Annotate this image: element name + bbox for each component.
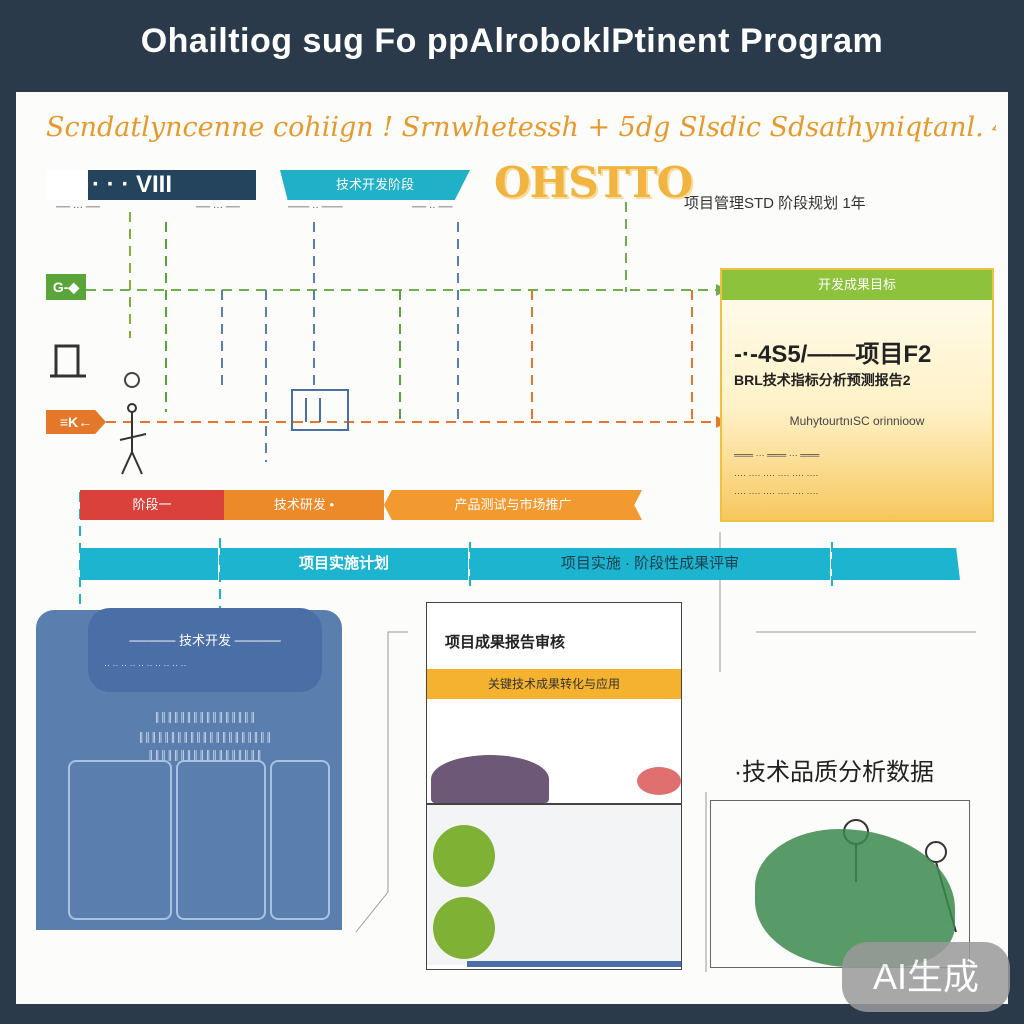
timeline-bar-1 — [80, 548, 218, 580]
timeline-bar-3: 项目实施 · 阶段性成果评审 — [470, 548, 830, 580]
goal-note-header: 开发成果目标 — [722, 270, 992, 300]
phase-band-2: 技术研发 • — [224, 490, 384, 520]
tech-dev-card: ───── 技术开发 ───── ·· ·· ·· ·· ·· ·· ·· ··… — [36, 608, 342, 930]
report-circle-bottom — [433, 897, 495, 959]
report-footer-bar — [467, 961, 681, 967]
clock-icon — [124, 372, 140, 388]
page-title: Ohailtiog sug Fo ppAlroboklPtinent Progr… — [140, 22, 884, 60]
tech-dev-title: ───── 技术开发 ───── — [129, 633, 281, 648]
stage-sublabel: ── ··· ── — [196, 202, 240, 213]
report-title: 项目成果报告审核 — [445, 634, 566, 651]
analysis-figure-label: ·技术品质分析数据 — [734, 759, 934, 786]
stage-header-dark: S6 · · · VIII — [46, 170, 256, 200]
start-marker-green: G-◆ — [46, 274, 86, 300]
goal-note-line: ···· ···· ···· ···· ···· ···· — [734, 470, 819, 480]
report-sub-panel — [427, 803, 681, 965]
stage-header-dark-label: S6 · · · VIII — [56, 171, 173, 198]
infographic-panel: Scndatlyncenne cohiign ! Srnwhetessh + 5… — [16, 92, 1008, 1004]
report-circle-top — [433, 825, 495, 887]
phase-band-3: 产品测试与市场推广 — [384, 490, 642, 520]
start-marker-orange: ≡K← — [46, 410, 106, 434]
tech-dev-row: ║║║║║║║║║║║║║║║║║║ — [147, 750, 263, 760]
presenter-icon — [119, 403, 147, 475]
tech-dev-column — [68, 760, 172, 920]
report-blob — [431, 755, 549, 803]
goal-note-line: ═══ ··· ═══ ··· ═══ — [734, 450, 820, 460]
connector-lines — [50, 202, 976, 972]
timeline-bar-4 — [832, 548, 960, 580]
subtitle: Scndatlyncenne cohiign ! Srnwhetessh + 5… — [46, 112, 996, 143]
goal-note-subhead: BRL技术指标分析预测报告2 — [734, 372, 911, 388]
tech-dev-column — [176, 760, 266, 920]
goal-note-headline: -·-4S5/——项目F2 — [734, 341, 932, 368]
document-icon — [291, 389, 349, 431]
goal-note-card: 开发成果目标 -·-4S5/——项目F2 BRL技术指标分析预测报告2 Muhy… — [720, 268, 994, 522]
stage-sublabel: ─── ·· ─── — [288, 202, 343, 213]
stage-sublabel: ── ·· ── — [412, 202, 453, 213]
tech-dev-subline: ·· ·· ·· ·· ·· ·· ·· ·· ·· ·· — [104, 660, 187, 670]
tech-dev-pill: ───── 技术开发 ───── ·· ·· ·· ·· ·· ·· ·· ··… — [88, 608, 322, 692]
stage-header-logo: OHSTTO — [494, 158, 693, 207]
report-red-blob — [637, 767, 681, 795]
ai-generated-badge: AI生成 — [842, 942, 1010, 1012]
timeline-bar-2: 项目实施计划 — [220, 548, 468, 580]
person-at-desk-icon — [50, 344, 86, 378]
phase-band-1: 阶段一 — [80, 490, 224, 520]
report-document: 项目成果报告审核 关键技术成果转化与应用 — [426, 602, 682, 970]
stage-header-cyan: 技术开发阶段 — [280, 170, 470, 200]
stage-sublabel: ── ··· ── — [56, 202, 100, 213]
tech-dev-row: ║║║║║║║║║║║║║║║║║║║║║ — [138, 732, 272, 742]
tech-dev-column — [270, 760, 330, 920]
goal-note-line: ···· ···· ···· ···· ···· ···· — [734, 488, 819, 498]
tech-dev-row: ║║║║║║║║║║║║║║║║ — [153, 712, 257, 722]
stage-header-right: 项目管理STD 阶段规划 1年 — [684, 195, 866, 212]
goal-note-caption: MuhytourtnıSC orinnioow — [789, 414, 925, 428]
report-amber-bar: 关键技术成果转化与应用 — [427, 669, 681, 699]
